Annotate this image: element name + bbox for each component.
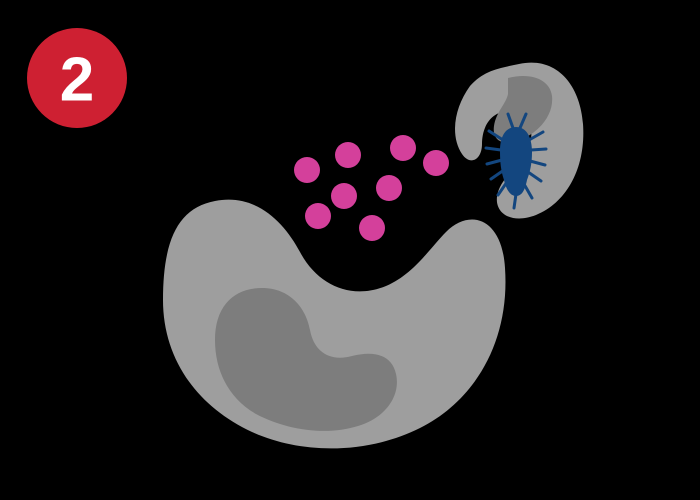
bacterium-flagellum [506, 112, 515, 130]
step-badge-label: 2 [60, 46, 94, 115]
antigen-dot [390, 135, 416, 161]
bacterium-flagellum [527, 130, 545, 142]
antigen-dot [423, 150, 449, 176]
bacterium-flagellum [485, 158, 504, 166]
bacterium-flagellum [529, 147, 548, 152]
bacterium-flagellum [528, 159, 547, 167]
antigen-dot [331, 183, 357, 209]
antigen-dot [376, 175, 402, 201]
antigen-dot-cluster [294, 135, 449, 241]
bacterium-host-cell [455, 62, 584, 219]
macrophage-cell [163, 199, 506, 449]
bacterium-flagellum [526, 170, 543, 183]
host-cell-nucleus [493, 76, 553, 143]
bacterium-flagellum [487, 129, 505, 142]
step-badge: 2 [27, 28, 127, 128]
bacterium-flagellum [512, 192, 518, 210]
bacterium-flagellum [484, 146, 503, 152]
antigen-dot [359, 215, 385, 241]
antigen-dot [305, 203, 331, 229]
step-badge-circle [27, 28, 127, 128]
bacterium-icon [484, 112, 548, 210]
antigen-dot [335, 142, 361, 168]
macrophage-nucleus [215, 288, 397, 431]
antigen-dot [294, 157, 320, 183]
bacterium-body [500, 127, 532, 196]
bacterium-flagellum [518, 112, 528, 130]
